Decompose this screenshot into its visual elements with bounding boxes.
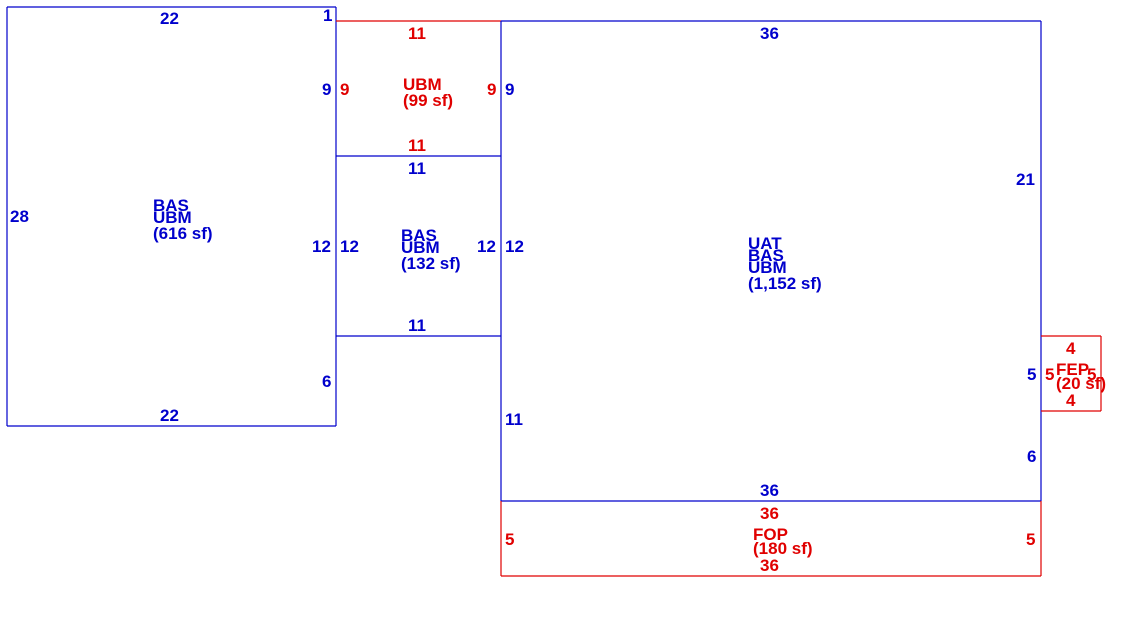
dim-bas-top: 11 [408,159,426,178]
dim-bas-bottom: 11 [408,316,426,335]
dim-ubm-bottom: 11 [408,136,426,155]
fep-label: FEP (20 sf) [1056,360,1107,393]
ubm-room-label: UBM (99 sf) [403,75,454,110]
dim-main-left-upper: 9 [505,80,515,99]
dim-fep-top: 4 [1066,339,1076,358]
main-room-code-uat: UAT [748,234,782,253]
dim-left-bottom: 22 [160,406,179,425]
dim-fop-left: 5 [505,530,515,549]
ubm-room-code: UBM [403,75,442,94]
fop-label: FOP (180 sf) [753,525,813,558]
dim-main-bottom: 36 [760,481,779,500]
fep-code: FEP [1056,360,1090,379]
dim-fep-left: 5 [1045,365,1055,384]
ubm-room-area: (99 sf) [403,91,454,110]
dim-main-right-lower: 6 [1027,447,1037,466]
dim-main-left-mid: 12 [505,237,524,256]
dim-ubm-top: 11 [408,24,426,43]
mid-bas-area: (132 sf) [401,254,461,273]
main-room-code-ubm: UBM [748,258,787,277]
left-room-label: BAS UBM (616 sf) [153,196,213,243]
fep-area: (20 sf) [1056,374,1107,393]
dim-main-left-lower: 11 [505,410,523,429]
dim-fop-right: 5 [1026,530,1036,549]
dim-fop-top: 36 [760,504,779,523]
dim-left-right-mid: 12 [312,237,331,256]
left-room-code-bas: BAS [153,196,189,215]
mid-bas-room-label: BAS UBM (132 sf) [401,226,461,273]
dim-left-top-step: 1 [323,6,333,25]
dim-ubm-right: 9 [487,80,497,99]
dim-left-left: 28 [10,207,29,226]
dim-bas-left: 12 [340,237,359,256]
dim-main-top: 36 [760,24,779,43]
mid-bas-code-ubm: UBM [401,238,440,257]
dim-fep-bottom: 4 [1066,391,1076,410]
main-room-code-bas: BAS [748,246,784,265]
left-room-code-ubm: UBM [153,208,192,227]
dim-bas-right: 12 [477,237,496,256]
dim-left-right-lower: 6 [322,372,332,391]
dim-ubm-left: 9 [340,80,350,99]
left-room-area: (616 sf) [153,224,213,243]
dim-left-top: 22 [160,9,179,28]
dim-fep-right: 5 [1087,365,1097,384]
dim-left-right-upper: 9 [322,80,332,99]
main-room-area: (1,152 sf) [748,274,822,293]
fop-area: (180 sf) [753,539,813,558]
dim-main-right-upper: 21 [1016,170,1035,189]
mid-bas-code-bas: BAS [401,226,437,245]
fop-code: FOP [753,525,788,544]
main-room-label: UAT BAS UBM (1,152 sf) [748,234,822,293]
dim-fop-bottom: 36 [760,556,779,575]
dim-main-right-mid: 5 [1027,365,1037,384]
